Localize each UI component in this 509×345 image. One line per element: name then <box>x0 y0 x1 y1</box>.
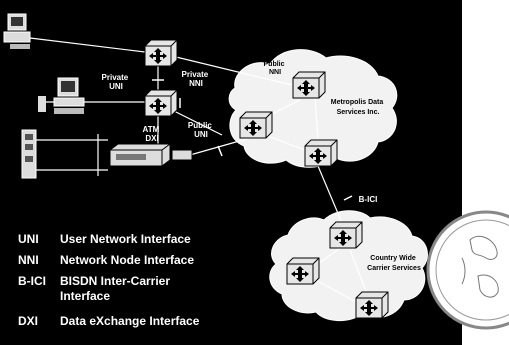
atm-switch-icon <box>304 139 338 167</box>
public-uni-label: Public UNI <box>188 121 214 139</box>
atm-switch-icon <box>144 39 178 67</box>
workstation-icon <box>21 129 37 179</box>
legend-desc: User Network Interface <box>60 232 191 246</box>
legend-abbr: UNI <box>18 232 39 246</box>
atm-switch-icon <box>144 89 178 117</box>
legend-abbr: NNI <box>18 253 39 267</box>
private-nni-label: Private NNI <box>182 70 211 88</box>
legend-desc: Data eXchange Interface <box>60 314 200 328</box>
atm-switch-icon <box>292 71 326 99</box>
bici-link-label: B-ICI <box>359 195 378 204</box>
workstation-icon <box>38 77 85 114</box>
atm-switch-icon <box>329 221 363 249</box>
legend-desc: Network Node Interface <box>60 253 194 267</box>
private-uni-label: Private UNI <box>102 73 131 91</box>
atm-dxi-label: ATM DXI <box>143 125 162 143</box>
workstation-icon <box>3 13 31 49</box>
country-wide-label: Country Wide Carrier Services <box>367 255 421 272</box>
legend-abbr: DXI <box>18 314 38 328</box>
atm-switch-icon <box>239 111 273 139</box>
interface-ticks <box>152 79 353 201</box>
public-nni-label: Public NNI <box>264 61 287 76</box>
atm-switch-icon <box>355 291 389 319</box>
metropolis-label: Metropolis Data Services Inc. <box>331 99 385 116</box>
globe-icon <box>426 210 509 330</box>
network-links <box>29 37 369 305</box>
legend-desc: Interface <box>60 289 110 303</box>
legend-abbr: B-ICI <box>18 274 46 288</box>
legend-desc: BISDN Inter-Carrier <box>60 274 170 288</box>
router-icon <box>109 143 171 167</box>
legend: UNI User Network Interface NNI Network N… <box>18 232 200 328</box>
atm-switch-icon <box>286 257 320 285</box>
router-icon <box>171 149 193 161</box>
